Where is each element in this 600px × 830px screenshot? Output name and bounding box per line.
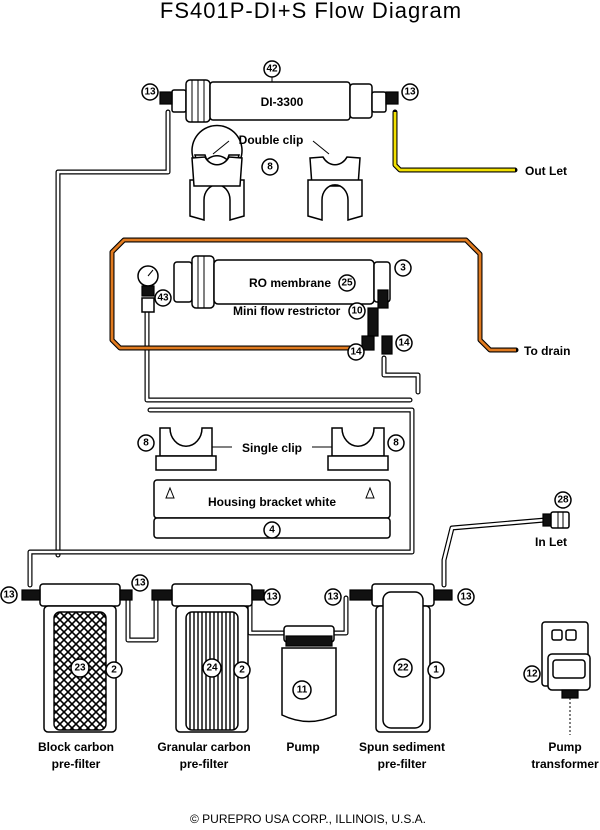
- svg-text:pre-filter: pre-filter: [180, 757, 229, 771]
- part-number-label: 22: [397, 663, 409, 674]
- svg-text:pre-filter: pre-filter: [52, 757, 101, 771]
- part-number-label: 13: [134, 578, 146, 589]
- part-number-label: 2: [239, 665, 245, 676]
- part-number-label: 4: [269, 525, 275, 536]
- to-drain-label: To drain: [524, 344, 570, 358]
- part-number-label: 13: [144, 87, 156, 98]
- part-number-label: 43: [157, 293, 169, 304]
- part-number-label: 28: [557, 495, 569, 506]
- part-number-label: 2: [111, 665, 117, 676]
- double-clip-label: Double clip: [239, 133, 304, 147]
- block-carbon-filter: 23 2 13 Block carbon pre-filter: [0, 583, 133, 771]
- out-let-label: Out Let: [525, 164, 567, 178]
- single-clip-label: Single clip: [242, 441, 302, 455]
- part-number-label: 13: [266, 592, 278, 603]
- double-clips: Double clip 8: [189, 124, 363, 221]
- part-number-label: 14: [398, 338, 410, 349]
- svg-text:Pump: Pump: [548, 740, 581, 754]
- part-number-label: 8: [143, 438, 149, 449]
- part-number-label: 12: [526, 669, 538, 680]
- drain-tube: [110, 238, 516, 352]
- pump-transformer: 12 Pump transformer: [523, 621, 599, 771]
- part-number-label: 23: [74, 663, 86, 674]
- svg-text:Housing bracket white: Housing bracket white: [208, 495, 336, 509]
- part-number-label: 14: [350, 347, 362, 358]
- part-number-label: 8: [267, 162, 273, 173]
- single-clips: 8 8 Single clip: [137, 427, 405, 471]
- part-number-label: 3: [400, 263, 406, 274]
- svg-text:pre-filter: pre-filter: [378, 757, 427, 771]
- part-number-label: 1: [433, 665, 439, 676]
- spun-sediment-filter: 22 1 13 13 Spun sediment pre-filter: [324, 583, 475, 771]
- part-number-label: 13: [460, 592, 472, 603]
- di-cartridge-label: DI-3300: [261, 95, 304, 109]
- mini-flow-restrictor: Mini flow restrictor 10 14 14: [233, 302, 413, 361]
- part-number-label: 24: [206, 663, 218, 674]
- page-title: FS401P-DI+S Flow Diagram: [160, 0, 462, 23]
- svg-text:Granular carbon: Granular carbon: [157, 740, 250, 754]
- housing-bracket: Housing bracket white 4: [153, 479, 391, 539]
- pressure-gauge: 43: [137, 265, 172, 313]
- part-number-label: 11: [297, 685, 308, 696]
- part-number-label: 10: [351, 306, 363, 317]
- booster-pump: 11 Pump: [281, 625, 337, 754]
- svg-text:Mini flow restrictor: Mini flow restrictor: [233, 304, 341, 318]
- elbow-fittings-di: 13 13: [141, 83, 419, 105]
- in-let-label: In Let: [535, 535, 567, 549]
- part-number-label: 13: [3, 590, 15, 601]
- svg-text:Block carbon: Block carbon: [38, 740, 114, 754]
- copyright: © PUREPRO USA CORP., ILLINOIS, U.S.A.: [190, 812, 426, 826]
- part-number-label: 8: [393, 438, 399, 449]
- part-number-label: 25: [341, 278, 353, 289]
- tubing: [27, 109, 548, 643]
- ro-membrane-housing: RO membrane 25 3: [173, 255, 412, 309]
- part-number-label: 13: [327, 592, 339, 603]
- outlet-tube: [393, 112, 515, 172]
- svg-text:transformer: transformer: [531, 757, 599, 771]
- svg-text:Spun sediment: Spun sediment: [359, 740, 445, 754]
- part-number-label: 42: [266, 64, 278, 75]
- granular-carbon-filter: 24 2 13 13 Granular carbon pre-filter: [131, 574, 281, 771]
- ro-membrane-label: RO membrane: [249, 276, 331, 290]
- svg-text:Pump: Pump: [286, 740, 319, 754]
- part-number-label: 13: [404, 87, 416, 98]
- inlet-valve: 28 In Let: [535, 491, 572, 549]
- di-cartridge: DI-3300 42: [171, 60, 387, 123]
